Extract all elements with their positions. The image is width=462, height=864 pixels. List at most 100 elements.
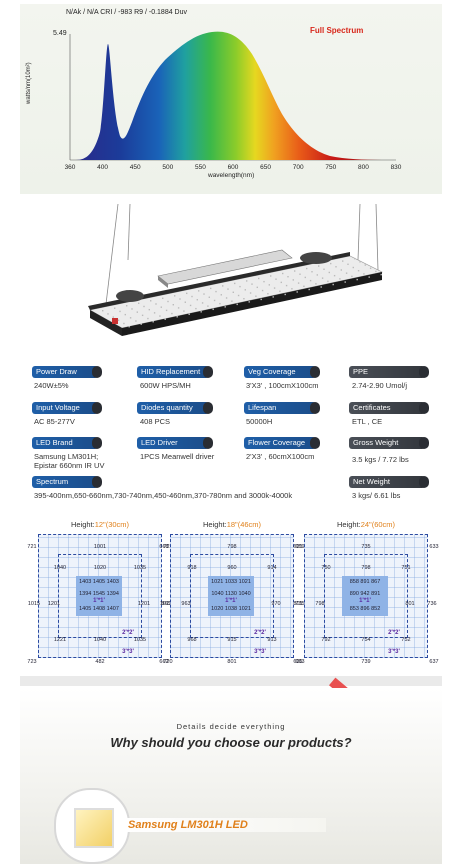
divider <box>20 676 442 686</box>
ppfd-value: 736 <box>427 601 437 607</box>
ppfd-value: 970 <box>271 601 281 607</box>
lifespan-label: Lifespan <box>244 402 320 414</box>
full-spectrum-tag: Full Spectrum <box>310 26 364 35</box>
x-tick-label: 650 <box>260 164 271 171</box>
ppfd-value: 960 <box>227 565 237 571</box>
ppfd-value: 1201 <box>47 601 61 607</box>
led-driver-value: 1PCS Meanwell driver <box>140 452 215 461</box>
diodes-label: Diodes quantity <box>137 402 213 414</box>
ppfd-value: 915 <box>227 637 237 643</box>
ppfd-value: 798 <box>227 544 237 550</box>
ppfd-value: 739 <box>361 659 371 665</box>
ppfd-value: 2'*2' <box>254 630 266 636</box>
ppfd-value: 720 <box>163 659 173 665</box>
ppfd-value: 1394 1545 1394 <box>79 591 119 597</box>
gross-weight-value: 3.5 kgs / 7.72 lbs <box>352 455 409 464</box>
ppfd-value: 968 <box>187 637 197 643</box>
x-tick-label: 550 <box>195 164 206 171</box>
ppfd-height: Height:12"(30cm) <box>70 520 130 529</box>
ppfd-value: 633 <box>429 544 439 550</box>
ppfd-value: 637 <box>429 659 439 665</box>
ppfd-value: 3'*3' <box>122 649 134 655</box>
ppfd-height: Height:18"(46cm) <box>202 520 262 529</box>
ppfd-value: 1035 <box>133 637 147 643</box>
input-voltage-value: AC 85-277V <box>34 417 75 426</box>
detail-section: Details decide everything Why should you… <box>20 688 442 864</box>
ppfd-value: 1201 <box>137 601 151 607</box>
ppfd-value: 3'*3' <box>254 649 266 655</box>
ppfd-value: 631 <box>293 544 303 550</box>
x-tick-label: 400 <box>97 164 108 171</box>
coverage-3x3 <box>304 534 428 658</box>
coverage-2x2 <box>190 554 274 638</box>
diodes-value: 408 PCS <box>140 417 171 426</box>
ppfd-value: 2'*2' <box>122 630 134 636</box>
ppfd-value: 792 <box>321 637 331 643</box>
ppfd-value: 1015 <box>27 601 41 607</box>
detail-headline: Why should you choose our products? <box>110 735 352 750</box>
ppfd-value: 2'*2' <box>388 630 400 636</box>
ppfd-value: 662 <box>159 659 169 665</box>
ppfd-value: 735 <box>361 544 371 550</box>
y-max-label: 5.49 <box>53 30 67 37</box>
feature-label: Samsung LM301H LED <box>128 819 248 831</box>
coverage-3x3 <box>38 534 162 658</box>
ppfd-value: 913 <box>267 637 277 643</box>
ppfd-value: 722 <box>163 544 173 550</box>
x-tick-label: 450 <box>130 164 141 171</box>
lifespan-value: 50000H <box>246 417 273 426</box>
ppe-value: 2.74-2.90 Umol/j <box>352 381 408 390</box>
ppfd-value: 801 <box>293 601 303 607</box>
veg-coverage-label: Veg Coverage <box>244 366 320 378</box>
feature-banner <box>126 818 326 832</box>
ppfd-value: 853 896 852 <box>349 606 381 612</box>
ppfd-value: 798 <box>315 601 325 607</box>
certificates-label: Certificates <box>349 402 429 414</box>
spectrum-value: 395-400nm,650-660nm,730-740nm,450-460nm,… <box>34 491 293 500</box>
x-tick-label: 830 <box>391 164 402 171</box>
ppfd-value: 963 <box>181 601 191 607</box>
ppfd-value: 1405 1408 1407 <box>79 606 119 612</box>
ppfd-value: 735 <box>295 601 305 607</box>
coverage-3x3 <box>170 534 294 658</box>
led-chip-icon <box>74 808 114 848</box>
ppfd-value: 1013 <box>159 601 173 607</box>
veg-coverage-value: 3'X3' , 100cmX100cm <box>246 381 319 390</box>
ppfd-value: 1020 <box>93 565 107 571</box>
led-brand-label: LED Brand <box>32 437 102 449</box>
certificates-value: ETL , CE <box>352 417 383 426</box>
ppfd-value: 754 <box>361 637 371 643</box>
net-weight-label: Net Weight <box>349 476 429 488</box>
ppfd-value: 659 <box>295 544 305 550</box>
led-brand-value-1: Samsung LM301H; <box>34 452 99 461</box>
y-axis-label: watts/nm(10m²) <box>26 62 32 104</box>
ppfd-value: 668 <box>159 544 169 550</box>
ppfd-value: 721 <box>27 544 37 550</box>
gross-weight-label: Gross Weight <box>349 437 429 449</box>
ppfd-value: 918 <box>187 565 197 571</box>
led-brand-value-2: Epistar 660nm IR UV <box>34 461 105 470</box>
ppfd-value: 1403 1405 1403 <box>79 579 119 585</box>
led-driver-label: LED Driver <box>137 437 213 449</box>
flower-coverage-label: Flower Coverage <box>244 437 320 449</box>
ppfd-value: 1'*1' <box>225 598 237 604</box>
power-draw-value: 240W±5% <box>34 381 69 390</box>
power-draw-label: Power Draw <box>32 366 102 378</box>
ppfd-value: 3'*3' <box>388 649 400 655</box>
spectrum-label: Spectrum <box>32 476 102 488</box>
lamp-footprint <box>208 576 254 616</box>
ppfd-value: 1040 1130 1040 <box>211 591 251 597</box>
ppfd-value: 1035 <box>133 565 147 571</box>
x-tick-label: 360 <box>65 164 76 171</box>
x-tick-label: 750 <box>325 164 336 171</box>
x-axis-label: wavelength(nm) <box>208 172 255 179</box>
x-tick-label: 700 <box>293 164 304 171</box>
ppfd-value: 1'*1' <box>359 598 371 604</box>
ppfd-value: 1040 <box>93 637 107 643</box>
x-tick-label: 600 <box>228 164 239 171</box>
ppfd-value: 750 <box>321 565 331 571</box>
